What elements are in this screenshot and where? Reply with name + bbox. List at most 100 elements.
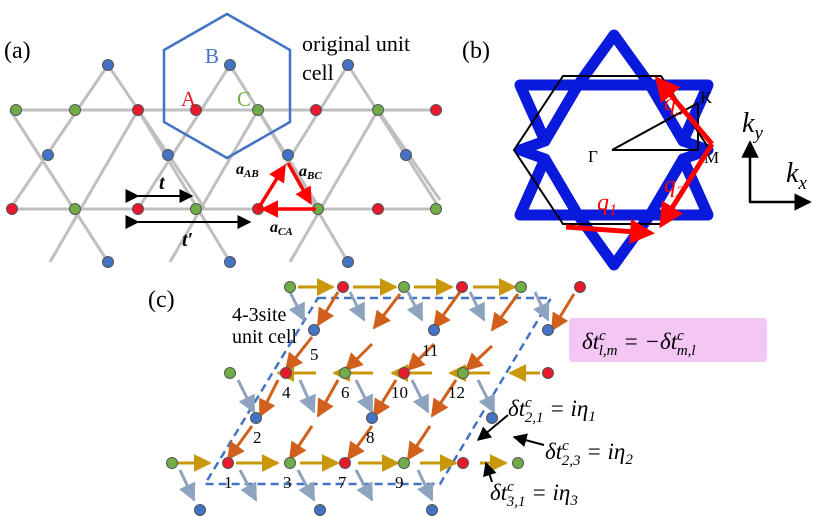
site-B <box>366 412 378 424</box>
supercell-sites <box>166 281 586 516</box>
hopping-arrow-gray <box>236 379 256 414</box>
site-C <box>69 104 81 116</box>
hopping-arrow-diagonal <box>346 425 374 461</box>
site-number: 1 <box>224 473 233 492</box>
hopping-arrow-gray <box>178 469 196 502</box>
eq-t21-pointer <box>476 414 509 441</box>
site-A <box>337 281 349 293</box>
hopping-arrow-gray <box>288 291 306 322</box>
hopping-arrow-diagonal <box>464 344 494 372</box>
site-B <box>308 324 320 336</box>
site-B <box>102 59 114 71</box>
site-A <box>457 457 469 469</box>
hopping-arrows <box>172 278 576 502</box>
panel-c-label: (c) <box>148 287 175 313</box>
site-A <box>398 367 410 379</box>
hopping-arrow-gray <box>468 291 486 322</box>
q2-label: q2 <box>664 172 684 201</box>
kagome-bond <box>346 64 442 210</box>
site-C <box>515 281 527 293</box>
site-C <box>166 457 178 469</box>
hopping-arrow-gray <box>416 469 434 502</box>
hopping-arrow-diagonal <box>550 293 576 332</box>
a-BC-label: aBC <box>299 163 322 182</box>
kagome-bond <box>8 64 110 210</box>
site-A <box>132 203 144 215</box>
hopping-arrow-diagonal <box>432 291 462 330</box>
site-B <box>342 59 354 71</box>
kagome-sites <box>6 59 442 268</box>
site-B <box>542 324 554 336</box>
hopping-arrow-diagonal <box>406 342 436 372</box>
hopping-arrow-gray <box>298 379 316 414</box>
site-B <box>224 59 236 71</box>
hopping-arrow-diagonal <box>344 342 374 372</box>
hopping-arrow-gray <box>296 469 316 502</box>
site-C <box>69 203 81 215</box>
site-B <box>342 256 354 268</box>
hopping-arrow-gray <box>238 469 258 502</box>
unit-cell-caption-line1: 4-3site <box>232 304 287 326</box>
eq-t31-pointer <box>483 461 497 483</box>
site-A <box>222 457 234 469</box>
K-label: K <box>700 88 713 107</box>
hopping-arrow-gray <box>533 291 550 322</box>
panel-b-label: (b) <box>462 38 490 64</box>
site-B <box>314 504 326 516</box>
site-B <box>428 324 440 336</box>
site-number: 7 <box>338 473 347 492</box>
site-A <box>190 104 202 116</box>
site-C <box>430 203 442 215</box>
site-A <box>280 367 292 379</box>
site-B <box>194 504 206 516</box>
kx-label: kx <box>786 158 807 194</box>
site-number: 6 <box>341 383 350 402</box>
hopping-arrow-diagonal <box>372 293 402 330</box>
q3-vector <box>654 76 714 146</box>
kagome-bond <box>136 64 232 210</box>
site-C <box>284 281 296 293</box>
kagome-bond <box>168 109 260 263</box>
hopping-arrow-diagonal <box>316 291 340 327</box>
site-number: 4 <box>282 383 291 402</box>
caption-original-unit: original unit <box>302 31 410 56</box>
site-C <box>284 457 296 469</box>
eq-t23-pointer <box>512 433 545 448</box>
site-C <box>252 104 264 116</box>
relation-box <box>569 318 767 362</box>
site-label-B: B <box>205 44 219 68</box>
q3-label: q3 <box>664 90 684 119</box>
site-C <box>398 281 410 293</box>
site-C <box>339 367 351 379</box>
site-number: 3 <box>283 473 292 492</box>
site-number: 11 <box>422 341 438 360</box>
kagome-bond <box>8 109 110 263</box>
kagome-bond <box>106 64 207 210</box>
site-number: 8 <box>366 428 375 447</box>
site-B <box>426 504 438 516</box>
site-C <box>372 104 384 116</box>
hopping-arrow-gray <box>354 379 374 414</box>
site-C <box>457 367 469 379</box>
site-A <box>456 281 468 293</box>
t-prime-label: t′ <box>182 229 193 251</box>
site-C <box>398 457 410 469</box>
gamma-label: Γ <box>588 147 598 166</box>
site-B <box>224 256 236 268</box>
kagome-bond <box>48 109 140 263</box>
site-A <box>339 457 351 469</box>
hopping-arrow-diagonal <box>288 425 314 461</box>
site-A <box>430 104 442 116</box>
site-B <box>42 149 54 161</box>
panel-b-brillouin-zone: (b) Γ K M q1 q2 q3 ky kx <box>462 29 812 271</box>
hopping-arrow-gray <box>354 469 374 502</box>
vector-a-AB <box>256 164 286 210</box>
hopping-arrow-diagonal <box>284 336 314 372</box>
kagome-bonds <box>8 64 442 263</box>
fermi-pocket-bottom <box>572 209 656 271</box>
